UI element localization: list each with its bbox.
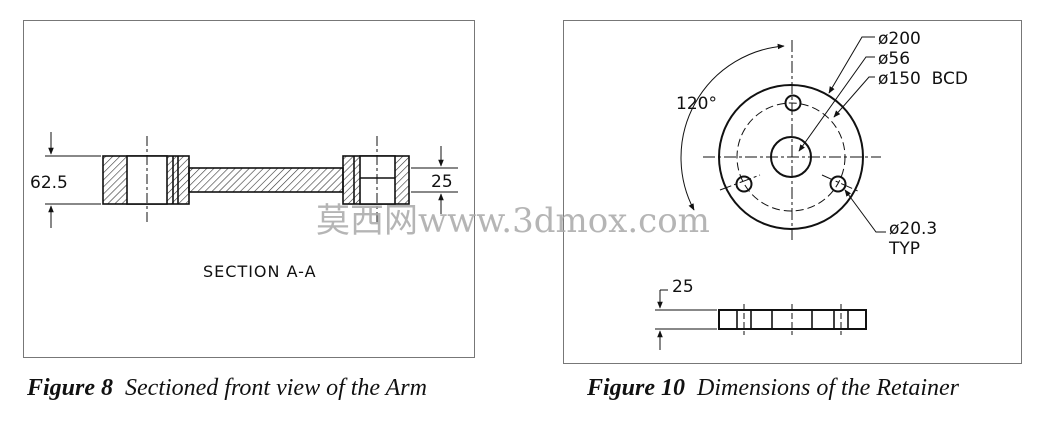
dim-62-5-label: 62.5: [30, 173, 68, 193]
dim-25-label-left-figure: 25: [431, 172, 453, 192]
angle-120-label: 120°: [676, 94, 717, 114]
figure-8-caption: Figure 8 Sectioned front view of the Arm: [27, 375, 427, 402]
figure-10-text: Dimensions of the Retainer: [697, 375, 959, 401]
figure-8-number: Figure 8: [27, 375, 114, 401]
watermark-text: 莫西网www.3dmox.com: [316, 201, 710, 241]
arm-section-drawing: [102, 155, 410, 205]
dim-25-lines-left-figure: [411, 146, 458, 214]
arm-center-lines: [146, 136, 378, 225]
dim-hole-diameter: ø20.3: [889, 219, 937, 239]
angle-120-arc: [680, 43, 785, 211]
dim-62-5-lines: [45, 132, 101, 228]
retainer-side-view: [718, 304, 867, 335]
figure-10-caption: Figure 10 Dimensions of the Retainer: [587, 375, 959, 402]
figure-10-number: Figure 10: [587, 375, 686, 401]
retainer-center-lines: [703, 40, 881, 240]
section-label: SECTION A-A: [203, 262, 317, 281]
retainer-hole-right: [829, 175, 847, 193]
figure-8-text: Sectioned front view of the Arm: [125, 375, 427, 401]
retainer-hole-top: [784, 94, 802, 112]
retainer-leaders: [798, 36, 886, 233]
dim-25-lines-right-figure: [655, 289, 717, 350]
arm-web: [188, 167, 344, 193]
dim-bcd-diameter: ø150 BCD: [878, 69, 968, 89]
dim-hub-diameter: ø56: [878, 49, 910, 69]
dim-outer-diameter: ø200: [878, 29, 921, 49]
dim-hole-typ: TYP: [888, 239, 920, 259]
dim-25-label-right-figure: 25: [672, 277, 694, 297]
